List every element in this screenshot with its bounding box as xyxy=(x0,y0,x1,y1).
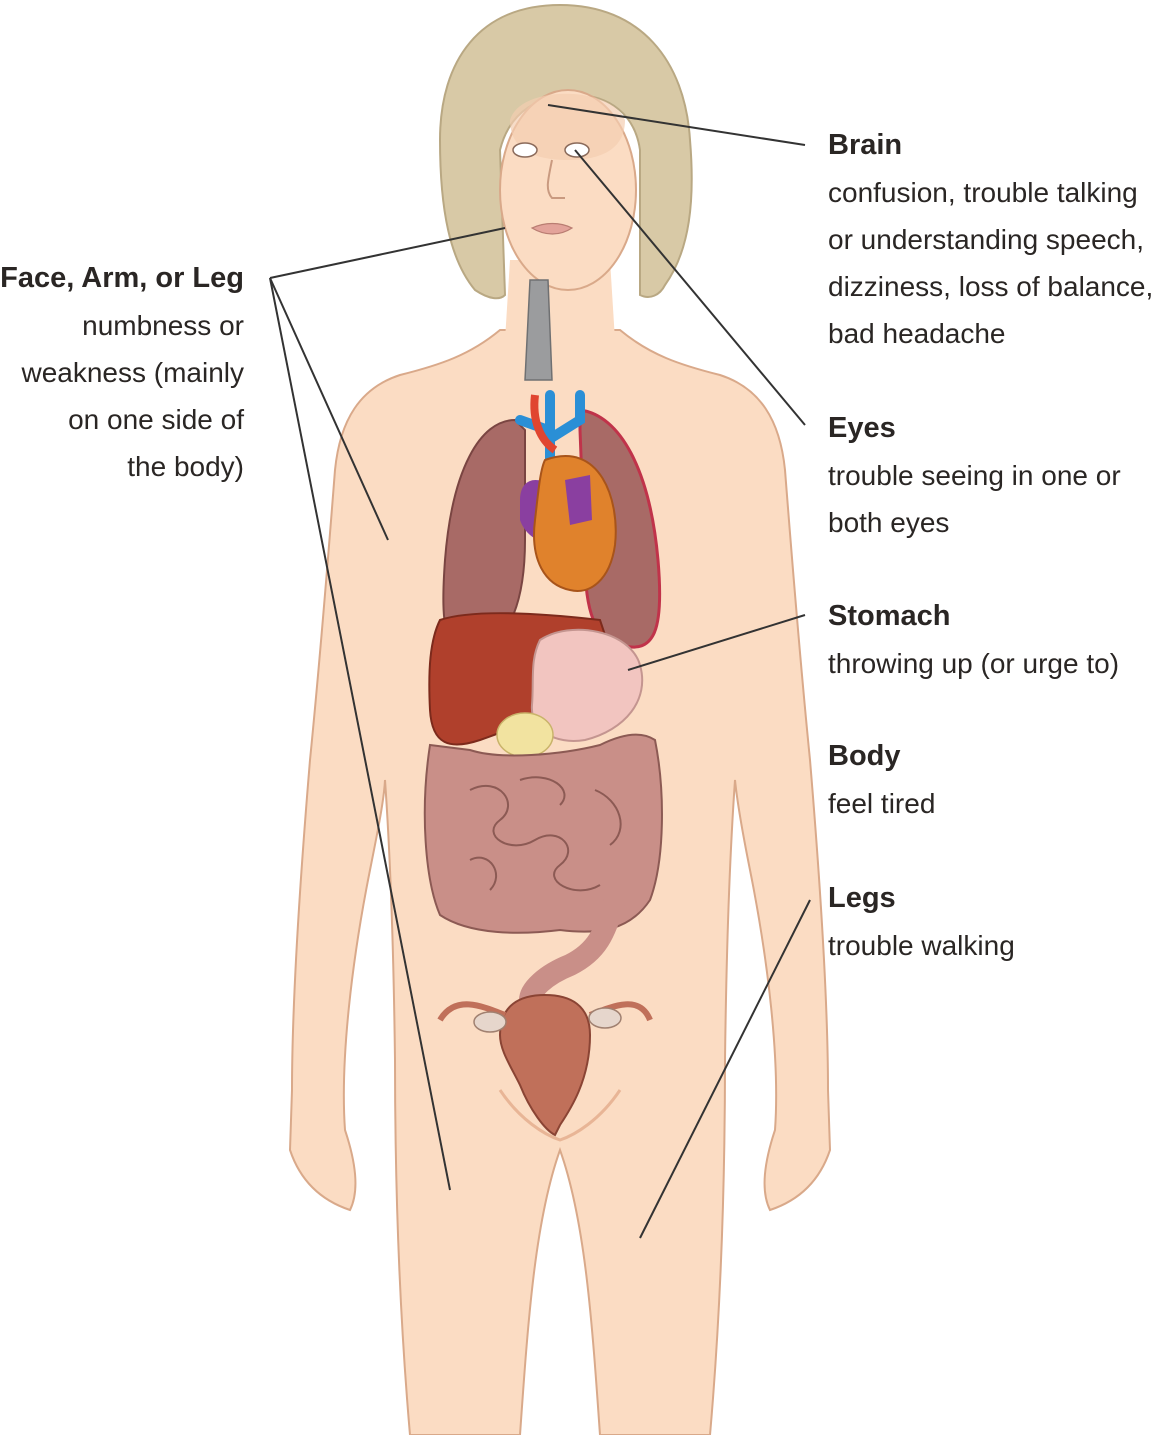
eyes-title: Eyes xyxy=(828,405,1121,452)
pancreas xyxy=(497,713,553,757)
intestines xyxy=(425,735,662,933)
brain-desc: confusion, trouble talking or understand… xyxy=(828,169,1153,357)
legs-label: Legs trouble walking xyxy=(828,875,1015,969)
eyes-label: Eyes trouble seeing in one or both eyes xyxy=(828,405,1121,546)
left-ovary xyxy=(474,1012,506,1032)
body-desc: feel tired xyxy=(828,780,935,827)
body-label: Body feel tired xyxy=(828,733,935,827)
face-arm-leg-label: Face, Arm, or Leg numbness or weakness (… xyxy=(0,255,244,490)
left-eye xyxy=(513,143,537,157)
body-title: Body xyxy=(828,733,935,780)
right-ovary xyxy=(589,1008,621,1028)
stomach-label: Stomach throwing up (or urge to) xyxy=(828,593,1119,687)
stomach-title: Stomach xyxy=(828,593,1119,640)
head xyxy=(440,5,692,380)
face-arm-leg-title: Face, Arm, or Leg xyxy=(0,255,244,302)
brain-title: Brain xyxy=(828,122,1153,169)
brain-label: Brain confusion, trouble talking or unde… xyxy=(828,122,1153,357)
trachea xyxy=(525,280,552,380)
eyes-desc: trouble seeing in one or both eyes xyxy=(828,452,1121,546)
face-arm-leg-desc: numbness or weakness (mainly on one side… xyxy=(0,302,244,490)
right-eye xyxy=(565,143,589,157)
legs-title: Legs xyxy=(828,875,1015,922)
stomach-desc: throwing up (or urge to) xyxy=(828,640,1119,687)
legs-desc: trouble walking xyxy=(828,922,1015,969)
